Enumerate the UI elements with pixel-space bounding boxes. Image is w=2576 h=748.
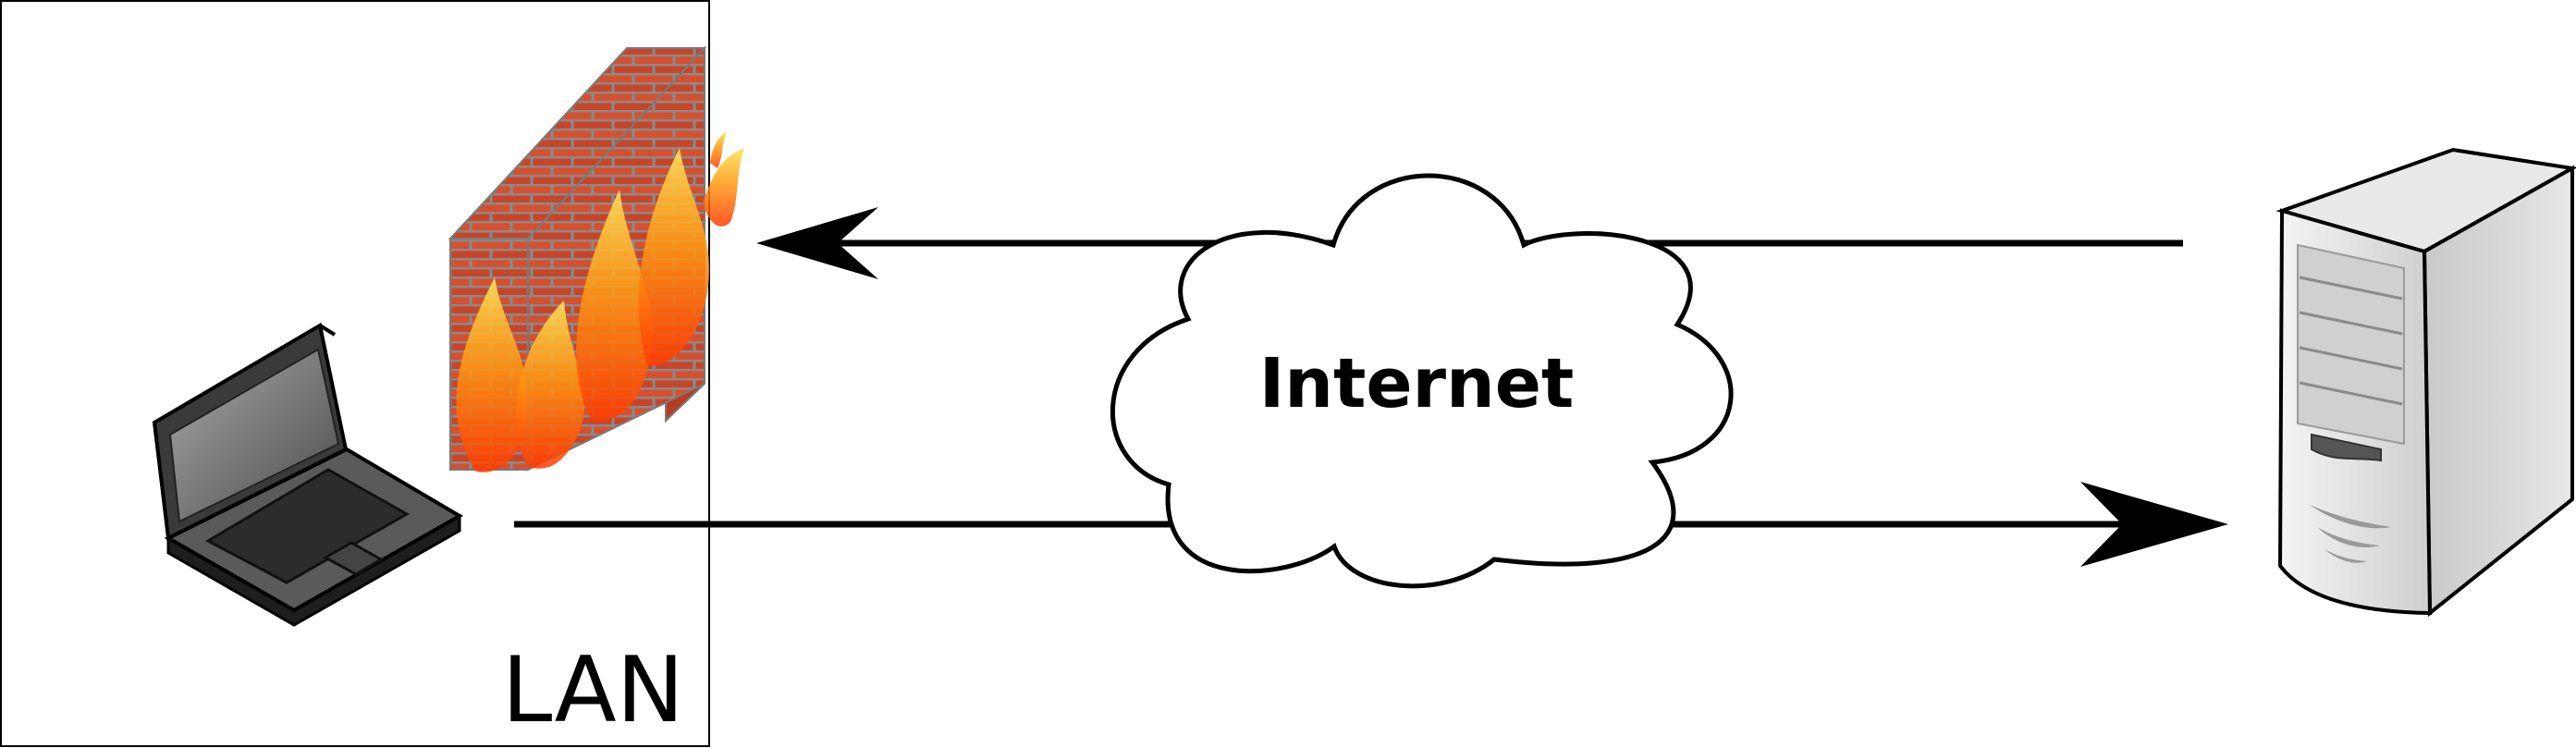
internet-cloud: Internet (1110, 173, 1734, 589)
lan-label: LAN (502, 638, 684, 743)
lan-boundary (0, 0, 710, 747)
server-icon (2275, 147, 2576, 618)
laptop-icon (152, 322, 463, 627)
firewall-icon (448, 45, 744, 472)
cloud-label: Internet (1259, 344, 1575, 423)
